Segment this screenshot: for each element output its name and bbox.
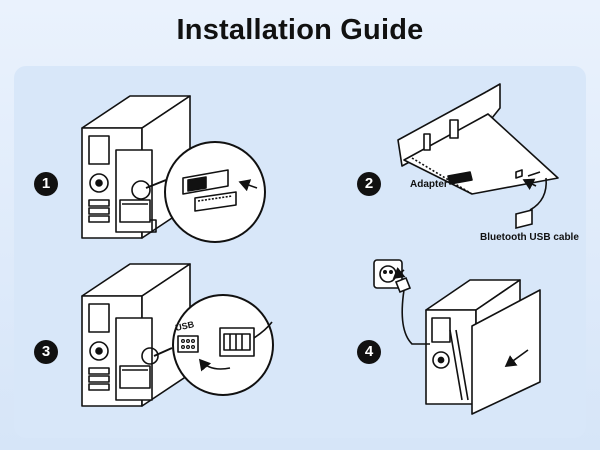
usb-port-label: USB [174, 319, 195, 333]
step-1-badge: 1 [34, 172, 58, 196]
step-4-badge: 4 [357, 340, 381, 364]
bluetooth-cable-label: Bluetooth USB cable [480, 232, 579, 243]
step-1-magnifier-icon [131, 141, 266, 243]
step-4-power-plug-icon [373, 259, 430, 345]
page-title: Installation Guide [176, 14, 424, 46]
step-4-side-panel [471, 289, 541, 415]
step-3-badge: 3 [34, 340, 58, 364]
step-3-usb-header-detail [177, 321, 273, 372]
step-1-zoom-detail [182, 169, 258, 212]
step-3-pc-tower-icon [81, 263, 191, 407]
step-2-pcie-card-icon [397, 83, 559, 195]
step-2-badge: 2 [357, 172, 381, 196]
adapter-label: Adapter [410, 179, 448, 190]
step-2-usb-cable-icon [515, 171, 547, 230]
